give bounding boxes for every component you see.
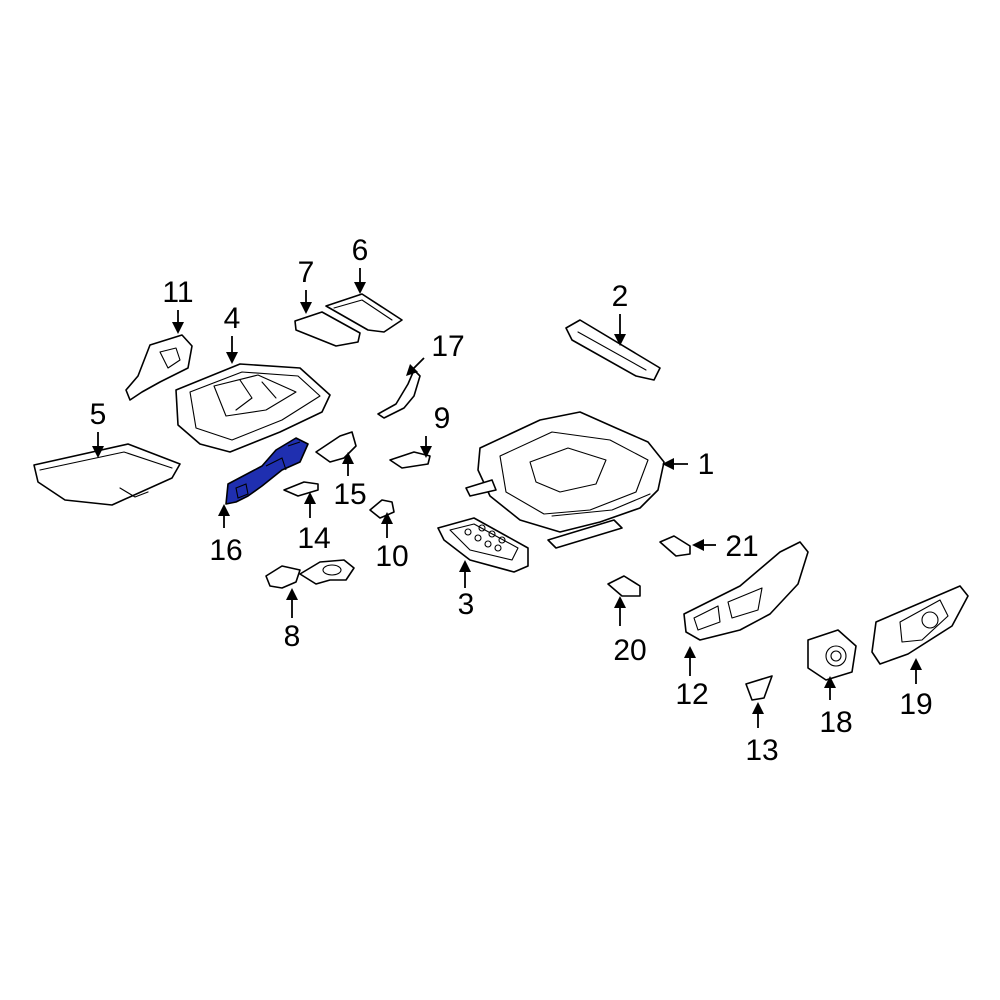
callout-4: 4 [224, 302, 241, 335]
part-8-cable [265, 559, 355, 589]
part-15-lever [315, 431, 357, 463]
callout-17: 17 [431, 330, 464, 363]
callout-6: 6 [352, 234, 369, 267]
callout-13: 13 [745, 734, 778, 767]
callout-12: 12 [675, 678, 708, 711]
callout-labels: 1 2 3 4 5 6 7 8 9 10 11 12 13 14 15 16 1… [90, 234, 933, 767]
part-1-seat-frame [465, 411, 665, 549]
part-18-switch [807, 629, 857, 681]
callout-1: 1 [698, 448, 715, 481]
part-10-connector [369, 499, 395, 519]
part-13-cover [745, 675, 773, 701]
part-20-clip [607, 575, 641, 597]
callout-14: 14 [297, 522, 330, 555]
part-21-clip [659, 535, 691, 557]
part-7-pad [294, 311, 361, 347]
callout-21: 21 [725, 530, 758, 563]
callout-19: 19 [899, 688, 932, 721]
callout-8: 8 [284, 620, 301, 653]
callout-5: 5 [90, 398, 107, 431]
part-6-pad [325, 293, 403, 333]
callout-3: 3 [458, 588, 475, 621]
callout-11: 11 [162, 276, 193, 309]
callout-10: 10 [375, 540, 408, 573]
callout-2: 2 [612, 280, 629, 313]
part-9-clip [389, 451, 431, 469]
part-16-side-frame [225, 437, 309, 505]
part-2-rail [565, 319, 661, 381]
part-5-cover [33, 443, 181, 506]
callout-15: 15 [333, 478, 366, 511]
callout-20: 20 [613, 634, 646, 667]
callout-16: 16 [209, 534, 242, 567]
part-3-tray [437, 517, 529, 573]
callout-18: 18 [819, 706, 852, 739]
callout-9: 9 [434, 402, 451, 435]
part-11-bracket [125, 334, 193, 401]
callout-arrows [92, 268, 922, 728]
callout-7: 7 [298, 256, 315, 289]
part-19-switch-bezel [871, 585, 969, 665]
part-14-clip [283, 481, 319, 497]
part-17-rod [377, 369, 421, 419]
part-4-cushion [175, 363, 331, 453]
part-12-side-trim [683, 541, 809, 641]
